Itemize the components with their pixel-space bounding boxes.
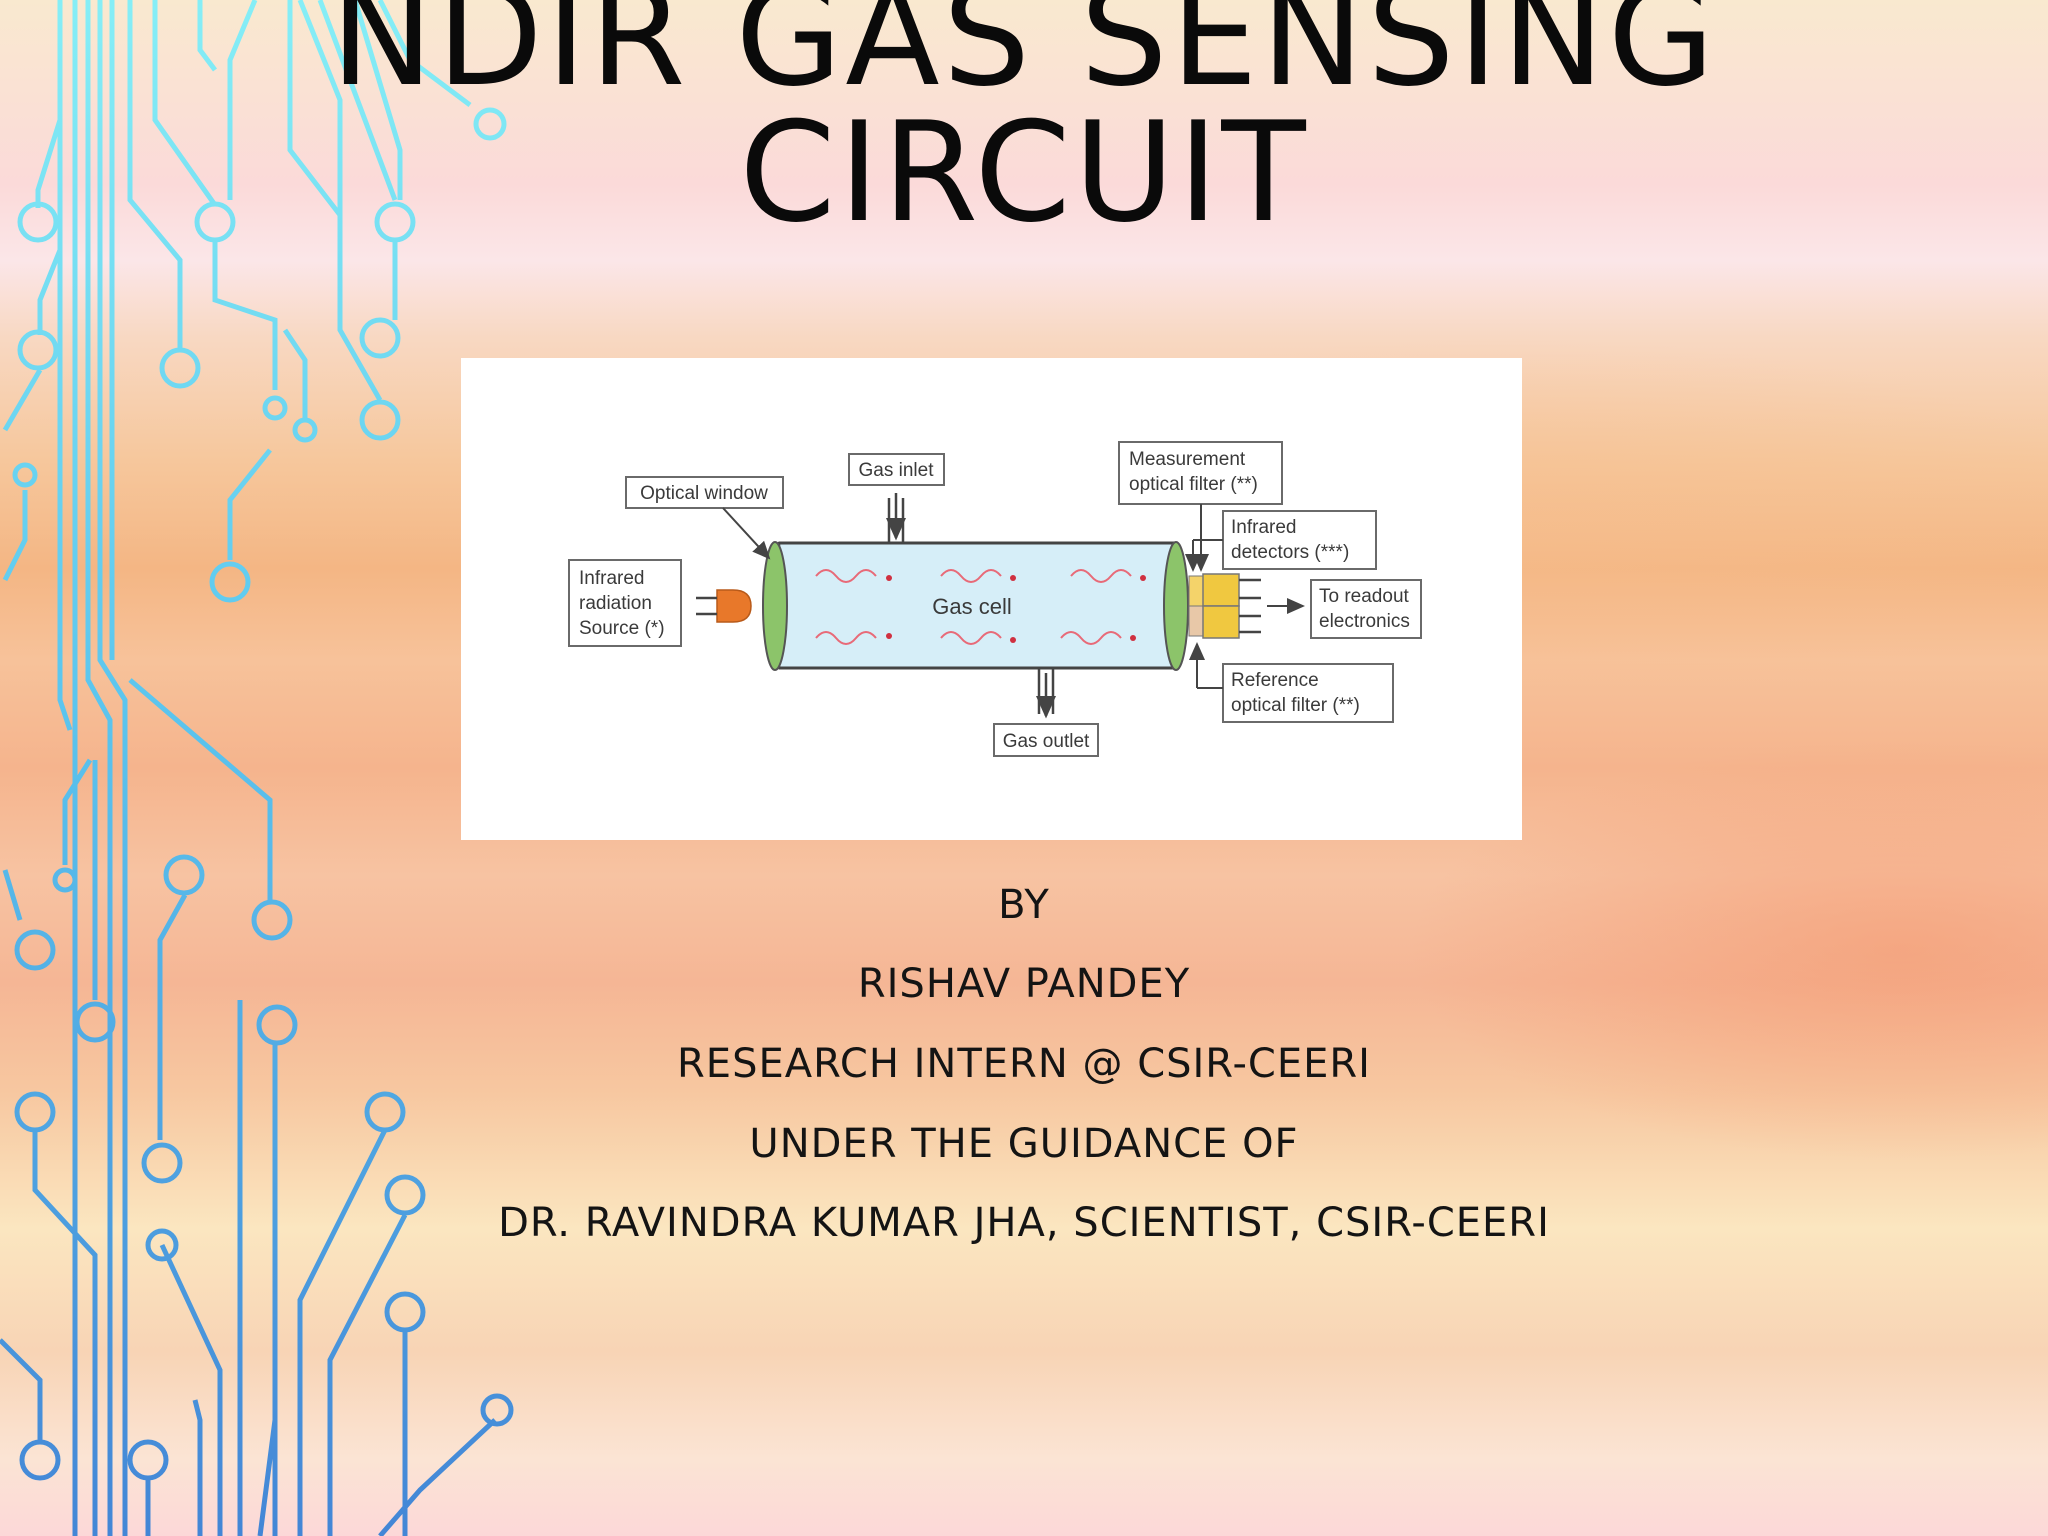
label-ir-detectors-2: detectors (***) xyxy=(1231,542,1349,563)
label-measurement-filter-2: optical filter (**) xyxy=(1129,474,1258,495)
gas-cell xyxy=(777,541,1176,670)
gas-inlet-pipe xyxy=(886,493,906,543)
label-readout-1: To readout xyxy=(1319,586,1410,607)
credit-by: BY xyxy=(998,882,1050,928)
label-ir-detectors-1: Infrared xyxy=(1231,517,1296,538)
label-ir-source-1: Infrared xyxy=(579,568,644,589)
credit-guide: DR. RAVINDRA KUMAR JHA, SCIENTIST, CSIR-… xyxy=(498,1200,1550,1246)
optical-window-left xyxy=(762,541,788,671)
infrared-detectors xyxy=(1188,573,1305,639)
slide-title-line-2: CIRCUIT xyxy=(739,92,1309,253)
optical-window-right xyxy=(1163,541,1189,671)
label-gas-outlet: Gas outlet xyxy=(1003,731,1090,752)
label-ir-source-3: Source (*) xyxy=(579,618,665,639)
label-readout-2: electronics xyxy=(1319,611,1410,632)
gas-outlet-pipe xyxy=(1036,668,1056,719)
credit-author: RISHAV PANDEY xyxy=(857,961,1191,1007)
label-ir-source-2: radiation xyxy=(579,593,652,614)
ir-source xyxy=(696,589,752,623)
label-optical-window: Optical window xyxy=(640,483,768,504)
label-reference-filter-2: optical filter (**) xyxy=(1231,695,1360,716)
label-gas-cell: Gas cell xyxy=(932,594,1011,619)
credit-role: RESEARCH INTERN @ CSIR-CEERI xyxy=(677,1041,1371,1087)
credit-guidance: UNDER THE GUIDANCE OF xyxy=(749,1121,1299,1167)
label-measurement-filter-1: Measurement xyxy=(1129,449,1246,470)
ndir-diagram: Optical window Gas inlet Measurement opt… xyxy=(461,358,1522,840)
ir-waves xyxy=(815,569,1132,645)
label-gas-inlet: Gas inlet xyxy=(859,460,935,481)
label-reference-filter-1: Reference xyxy=(1231,670,1319,691)
slide-title-line-1: NDIR GAS SENSING xyxy=(330,0,1718,117)
